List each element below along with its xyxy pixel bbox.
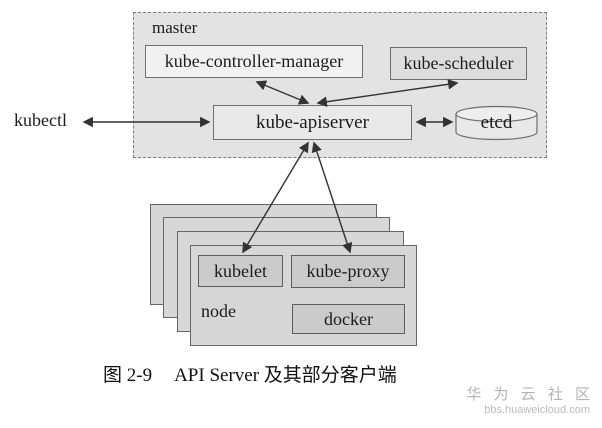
kube-proxy-box: kube-proxy [291,255,405,288]
kube-scheduler-box: kube-scheduler [390,47,527,80]
master-label: master [152,18,198,37]
watermark-url: bbs.huaweicloud.com [484,404,590,416]
watermark-community-name: 华 为 云 社 区 [466,386,594,403]
etcd-label: etcd [480,112,513,133]
kube-controller-manager-box: kube-controller-manager [145,45,363,78]
figure-caption-number: 图 2-9 [103,365,153,386]
docker-box: docker [292,304,405,334]
watermark: 华 为 云 社 区 bbs.huaweicloud.com [466,383,590,416]
kube-apiserver-box: kube-apiserver [213,105,412,140]
node-label: node [201,301,236,321]
figure-caption-title: API Server 及其部分客户端 [174,365,397,386]
kubelet-box: kubelet [198,255,283,287]
kubectl-label: kubectl [14,110,67,130]
figure-caption: 图 2-9 API Server 及其部分客户端 [103,360,397,387]
